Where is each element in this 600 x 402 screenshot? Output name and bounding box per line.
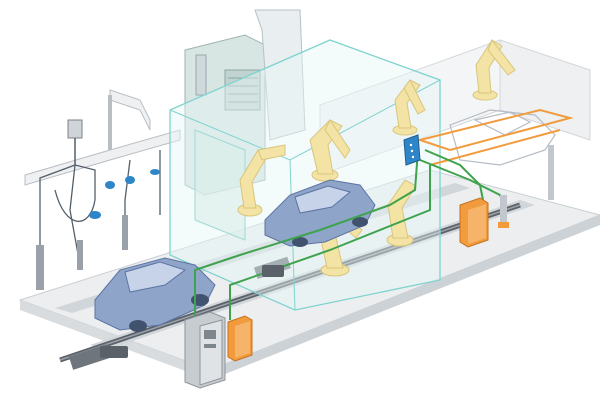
car-body-icon (264, 179, 376, 247)
control-cabinet-icon (184, 311, 226, 389)
car-body-icon (94, 257, 216, 332)
track-motors (100, 265, 284, 358)
robot-arm-icon (472, 38, 516, 101)
car-frame-outline (449, 109, 556, 166)
robot-arm-icon (392, 79, 426, 136)
right-posts (498, 145, 554, 228)
welding-cell-enclosure (169, 39, 441, 311)
robot-arm-icon (237, 144, 286, 217)
sensor-icon (89, 211, 101, 219)
car-bodies (94, 109, 556, 332)
fixture-rails (416, 108, 574, 166)
network-cables (194, 149, 506, 330)
control-cabinet-icon (459, 197, 489, 248)
junction-box-icon (403, 134, 421, 166)
robot-arm-icon (309, 119, 351, 182)
overhead-cable-tray (24, 89, 181, 290)
control-cabinet-icon (227, 315, 253, 362)
control-cabinets (184, 197, 489, 389)
